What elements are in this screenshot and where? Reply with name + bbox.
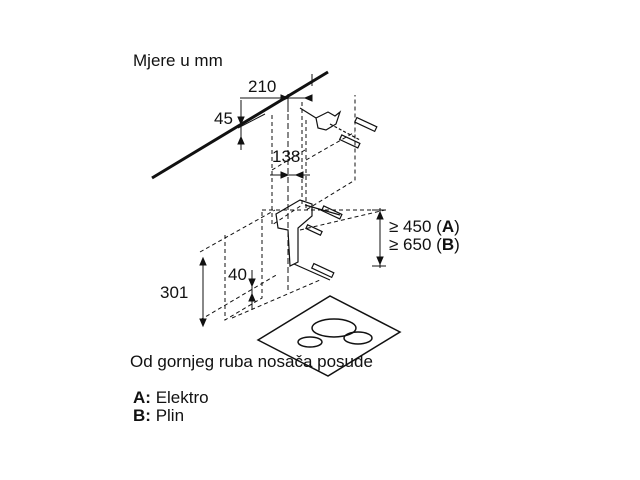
- dim-138: [270, 171, 310, 179]
- label-min-a-close: ): [454, 217, 460, 236]
- label-min-a: ≥ 450 (A): [389, 217, 460, 236]
- dim-210: [240, 74, 313, 112]
- label-301: 301: [160, 283, 188, 302]
- label-210: 210: [248, 77, 276, 96]
- dim-min-height: [372, 208, 386, 268]
- legend-item-b: B: Plin: [133, 406, 184, 426]
- legend-label-b: Plin: [155, 406, 185, 425]
- legend-label-a: Elektro: [155, 388, 209, 407]
- dim-301: [199, 256, 207, 328]
- label-min-b-prefix: ≥ 650 (: [389, 235, 442, 254]
- hood-outline-dashed: [199, 95, 386, 321]
- dim-45: [237, 100, 266, 150]
- label-min-a-prefix: ≥ 450 (: [389, 217, 442, 236]
- wall-bracket: [275, 199, 343, 281]
- ceiling-line: [151, 70, 329, 180]
- label-138: 138: [272, 147, 300, 166]
- legend-item-a: A: Elektro: [133, 388, 209, 408]
- reference-note: Od gornjeg ruba nosača posude: [130, 352, 373, 371]
- hob: [256, 295, 402, 377]
- label-40: 40: [228, 265, 247, 284]
- legend-key-b: B:: [133, 406, 151, 425]
- label-min-b-close: ): [454, 235, 460, 254]
- legend-key-a: A:: [133, 388, 151, 407]
- ceiling-bracket: [299, 107, 378, 149]
- label-min-b-letter: B: [442, 235, 454, 254]
- label-min-b: ≥ 650 (B): [389, 235, 460, 254]
- dim-40: [248, 270, 256, 310]
- label-45: 45: [214, 109, 233, 128]
- diagram-title: Mjere u mm: [133, 51, 223, 70]
- label-min-a-letter: A: [442, 217, 454, 236]
